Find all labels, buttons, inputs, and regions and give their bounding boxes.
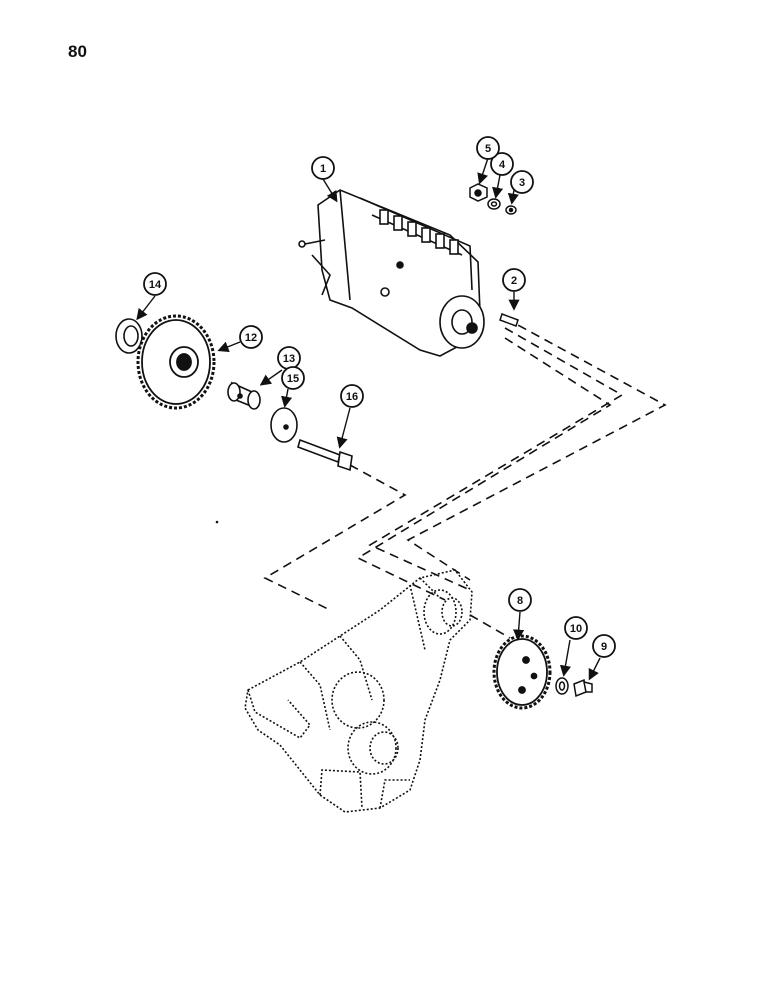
callout-2-label: 2 <box>511 275 517 287</box>
assembly-guide-lines <box>263 317 667 639</box>
pump-drive-gear <box>492 634 552 710</box>
leader-lines <box>136 157 601 681</box>
callout-12: 12 <box>239 325 263 349</box>
gear-washer <box>270 407 298 443</box>
callout-13-label: 13 <box>283 353 295 365</box>
lock-washer <box>487 198 501 210</box>
idler-gear <box>136 314 216 410</box>
bolt <box>297 438 353 472</box>
callout-3: 3 <box>510 170 534 194</box>
callout-3-label: 3 <box>519 177 525 189</box>
callout-12-label: 12 <box>245 332 257 344</box>
page-number: 80 <box>68 42 87 61</box>
timing-gear-housing <box>244 569 473 813</box>
thrust-washer <box>115 318 143 354</box>
callout-4: 4 <box>490 152 514 176</box>
callout-15: 15 <box>281 366 305 390</box>
callout-1: 1 <box>311 156 335 180</box>
nut <box>469 183 488 202</box>
callout-14-label: 14 <box>149 279 162 291</box>
stud <box>499 313 519 327</box>
callout-8: 8 <box>508 588 532 612</box>
callout-9: 9 <box>592 634 616 658</box>
callout-16: 16 <box>340 384 364 408</box>
fuel-injection-pump <box>298 189 485 357</box>
bushing <box>227 381 261 410</box>
cap-screw <box>573 678 593 698</box>
callout-13: 13 <box>277 346 301 370</box>
callout-5-label: 5 <box>485 143 491 155</box>
stray-dot <box>215 520 219 524</box>
callout-1-label: 1 <box>320 163 326 175</box>
drive-gear-lock-washer <box>555 677 569 695</box>
callout-2: 2 <box>502 268 526 292</box>
callout-5: 5 <box>476 136 500 160</box>
callout-10-label: 10 <box>570 623 582 635</box>
callout-15-label: 15 <box>287 373 299 385</box>
callout-16-label: 16 <box>346 391 358 403</box>
callout-4-label: 4 <box>499 159 506 171</box>
washer <box>505 205 517 215</box>
callout-10: 10 <box>564 616 588 640</box>
callout-9-label: 9 <box>601 641 607 653</box>
callout-14: 14 <box>143 272 167 296</box>
callout-8-label: 8 <box>517 595 523 607</box>
